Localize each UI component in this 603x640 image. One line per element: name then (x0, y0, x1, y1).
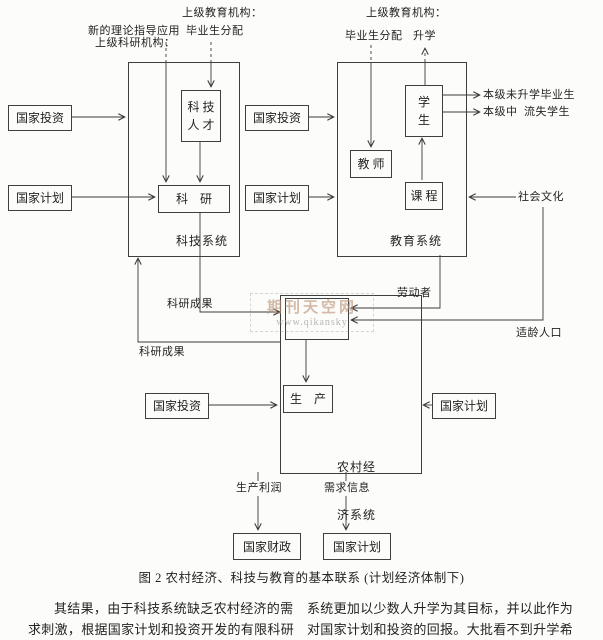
sci-tech-talent-line1: 科 技 (187, 100, 215, 114)
box-national-finance: 国家财政 (233, 533, 301, 560)
label-new-theory-application: 新的理论指导应用 (88, 25, 180, 37)
label-research-achievements-upper: 科研成果 (167, 298, 213, 310)
label-demand-info: 需求信息 (322, 481, 372, 496)
sci-system-container (128, 62, 240, 257)
label-production-profit: 生产利润 (234, 481, 284, 496)
body-right-line1: 系统更加以少数人升学为其目标，并以此作为 (307, 601, 574, 616)
box-students: 学 生 (405, 85, 443, 137)
edu-system-container (337, 62, 467, 257)
box-scientific-research: 科 研 (158, 185, 230, 213)
box-national-plan-sci: 国家计划 (8, 185, 72, 211)
box-teachers: 教 师 (350, 150, 392, 178)
box-curriculum: 课 程 (405, 182, 443, 210)
students-line2: 生 (417, 113, 430, 127)
label-social-culture: 社会文化 (518, 191, 564, 203)
edu-system-label: 教育系统 (390, 234, 443, 248)
body-left-line1: 其结果，由于科技系统缺乏农村经济的需 (54, 601, 294, 616)
box-national-plan-rural: 国家计划 (432, 393, 496, 419)
label-graduate-assignment-mid: 毕业生分配 (186, 25, 244, 37)
label-dropout-students: 本级中 流失学生 (483, 106, 570, 118)
label-superior-research-org: 上级科研机构： (95, 6, 176, 80)
sci-tech-talent-line2: 人 才 (187, 118, 215, 132)
superior-research-org-title: 上级科研机构： (95, 36, 176, 49)
label-grads-not-advancing: 本级未升学毕业生 (483, 89, 575, 101)
rural-system-label-line2: 济系统 (337, 508, 377, 522)
students-line1: 学 (417, 95, 430, 109)
label-laborers: 劳动者 (397, 287, 432, 299)
label-school-age-population: 适龄人口 (516, 327, 562, 339)
body-text-right-column: 系统更加以少数人升学为其目标，并以此作为 对国家计划和投资的回报。大批看不到升学… (307, 598, 593, 640)
body-left-line2: 求刺激，根据国家计划和投资开发的有限科研 (28, 622, 295, 637)
box-national-investment-sci: 国家投资 (8, 105, 72, 131)
label-graduate-assignment-right: 毕业生分配 (345, 30, 403, 42)
label-superior-edu-org-right: 上级教育机构： (366, 7, 447, 19)
box-national-investment-edu: 国家投资 (245, 105, 309, 131)
box-national-plan-bottom: 国家计划 (323, 533, 391, 560)
body-text-left-column: 其结果，由于科技系统缺乏农村经济的需 求刺激，根据国家计划和投资开发的有限科研 (28, 598, 300, 640)
box-national-investment-rural: 国家投资 (145, 393, 209, 419)
body-right-line2: 对国家计划和投资的回报。大批看不到升学希 (307, 622, 574, 637)
rural-system-container (280, 295, 422, 474)
box-national-plan-edu: 国家计划 (245, 185, 309, 211)
label-research-achievements-lower: 科研成果 (139, 346, 185, 358)
box-population-obscured (285, 298, 349, 340)
rural-system-label-line1: 农村经 (337, 460, 377, 474)
box-production: 生 产 (283, 385, 333, 413)
label-superior-edu-org-mid: 上级教育机构： (182, 7, 263, 19)
label-school-advancement: 升学 (413, 30, 436, 42)
rural-system-label: 农村经 济系统 (337, 427, 376, 555)
figure-caption: 图 2 农村经济、科技与教育的基本联系 (计划经济体制下) (138, 571, 465, 585)
box-sci-tech-talent: 科 技 人 才 (181, 90, 221, 142)
sci-system-label: 科技系统 (176, 234, 229, 248)
